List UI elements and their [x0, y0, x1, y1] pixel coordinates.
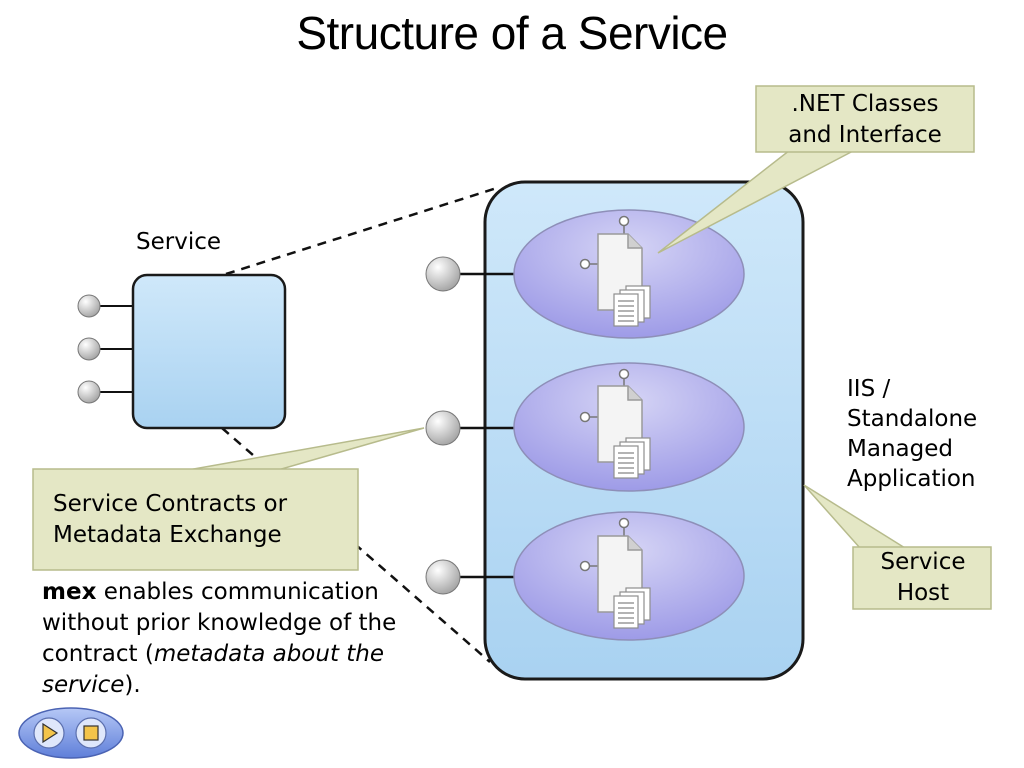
callout-line: Service — [880, 549, 966, 575]
iis-standalone-label: IIS / Standalone Managed Application — [847, 374, 1017, 494]
service-label: Service — [136, 229, 222, 255]
service-instance-2 — [513, 362, 745, 492]
iis-label-line: IIS / — [847, 376, 891, 402]
callout-line: .NET Classes — [791, 91, 939, 117]
host-endpoints — [425, 256, 516, 595]
iis-label-line: Managed — [847, 436, 953, 462]
iis-label-line: Application — [847, 466, 976, 492]
mex-italic: metadata about the service — [42, 641, 385, 698]
service-instance-3 — [513, 511, 745, 641]
callout-service-contracts-text: Service Contracts or Metadata Exchange — [53, 489, 353, 551]
play-icon[interactable] — [33, 717, 65, 749]
service-box — [131, 273, 287, 430]
callout-net-classes — [657, 85, 975, 254]
zoom-line-top — [225, 185, 501, 276]
mex-text-2: ). — [124, 672, 141, 698]
iis-label-line: Standalone — [847, 406, 978, 432]
service-endpoints — [77, 294, 134, 404]
callout-line: Host — [896, 580, 950, 606]
service-instance-1 — [513, 209, 745, 339]
mex-keyword: mex — [42, 579, 97, 605]
callout-line: Metadata Exchange — [53, 522, 282, 548]
callout-service-contracts — [32, 427, 425, 571]
mex-text-1: enables communication without prior know… — [42, 579, 397, 667]
slide-nav-control — [18, 707, 124, 759]
callout-service-host — [803, 484, 992, 610]
page-title: Structure of a Service — [296, 7, 728, 59]
callout-service-host-text: Service Host — [853, 547, 993, 609]
stop-icon[interactable] — [75, 717, 107, 749]
callout-line: and Interface — [788, 122, 942, 148]
callout-net-classes-text: .NET Classes and Interface — [756, 89, 974, 151]
mex-note: mex enables communication without prior … — [42, 577, 462, 701]
callout-line: Service Contracts or — [53, 491, 288, 517]
